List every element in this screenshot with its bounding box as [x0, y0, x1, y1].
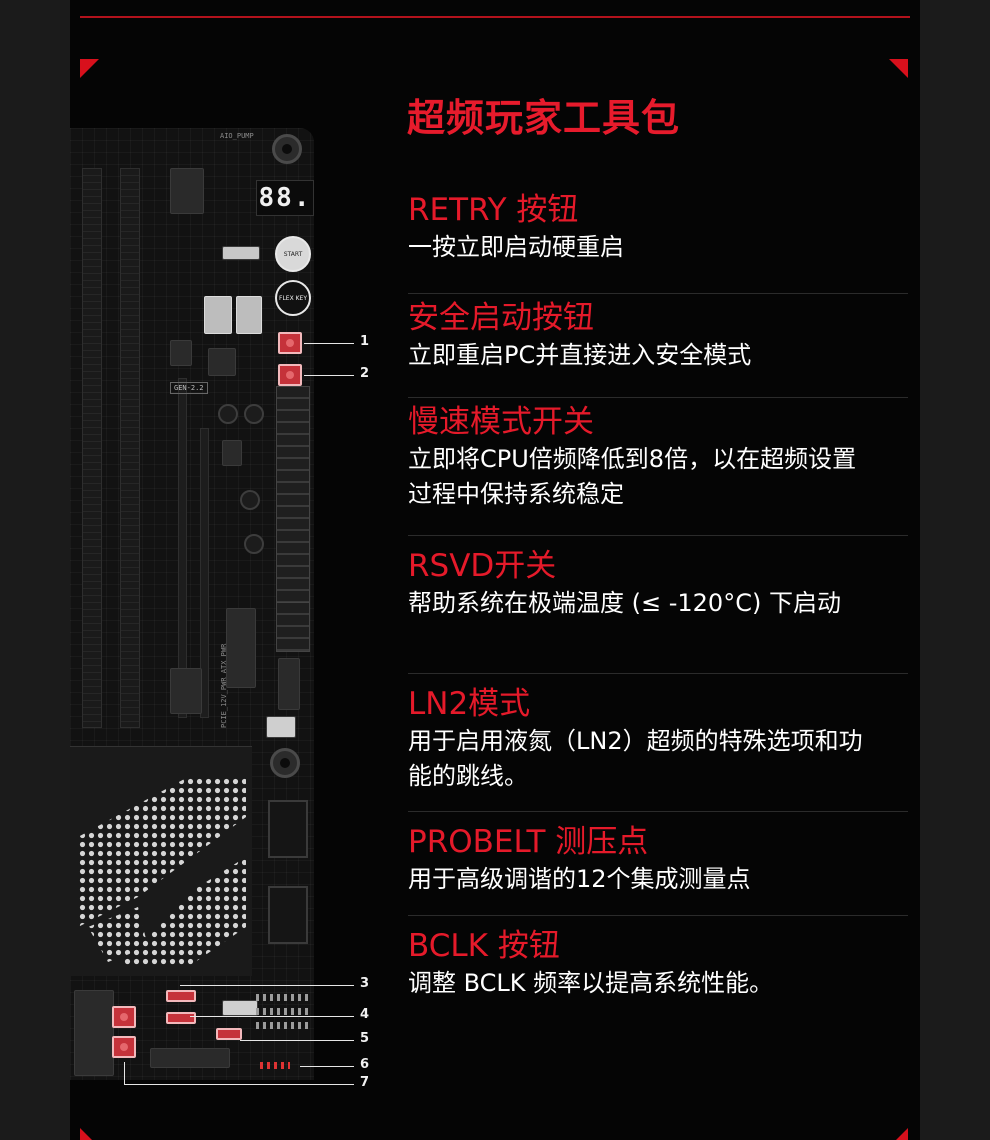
- feature-description: 调整 BCLK 频率以提高系统性能。: [408, 969, 774, 997]
- feature-title: LN2模式: [408, 686, 531, 722]
- feature-title: 安全启动按钮: [408, 300, 594, 336]
- probelt-header: [256, 1022, 308, 1029]
- probelt-header: [256, 1008, 308, 1015]
- callout-number: 3: [360, 976, 370, 991]
- callout-number: 6: [360, 1057, 370, 1072]
- leader-line: [180, 985, 354, 986]
- sata-connector: [74, 990, 114, 1076]
- feature-item: LN2模式 用于启用液氮（LN2）超频的特殊选项和功能的跳线。: [408, 674, 908, 812]
- chipset-heatsink: [70, 746, 252, 976]
- feature-title: BCLK 按钮: [408, 928, 560, 964]
- choke: [236, 296, 262, 334]
- feature-description: 一按立即启动硬重启: [408, 233, 624, 261]
- mount-screw: [270, 748, 300, 778]
- leader-line: [124, 1062, 125, 1084]
- controller-chip: [208, 348, 236, 376]
- corner-accent-bottom-right: [896, 1128, 908, 1140]
- pcie-power-header: [226, 608, 256, 688]
- feature-title: RETRY 按钮: [408, 192, 579, 228]
- leader-line: [190, 1016, 354, 1017]
- sata-connector: [268, 800, 308, 858]
- leader-line: [300, 1066, 354, 1067]
- motherboard-image: AIO_PUMP 88. START FLEX KEY GEN-2.2 PCIE…: [70, 128, 314, 1080]
- callout-number: 2: [360, 366, 370, 381]
- feature-item: RETRY 按钮 一按立即启动硬重启: [408, 190, 908, 294]
- rsvd-switch-marker: [166, 990, 196, 1002]
- fan-header: [170, 168, 204, 214]
- silk-gen: GEN-2.2: [170, 382, 208, 394]
- feature-item: PROBELT 测压点 用于高级调谐的12个集成测量点: [408, 812, 908, 916]
- choke: [204, 296, 232, 334]
- controller-chip: [170, 340, 192, 366]
- controller-chip: [222, 440, 242, 466]
- feature-title: RSVD开关: [408, 548, 557, 584]
- usb-header: [278, 658, 300, 710]
- bclk-button-marker: [112, 1006, 136, 1028]
- feature-item: RSVD开关 帮助系统在极端温度 (≤ -120°C) 下启动: [408, 536, 908, 674]
- bclk-button-marker: [112, 1036, 136, 1058]
- corner-accent-top-left: [80, 59, 99, 78]
- callout-number: 1: [360, 334, 370, 349]
- pcie-slot: [200, 428, 209, 718]
- feature-item: 安全启动按钮 立即重启PC并直接进入安全模式: [408, 294, 908, 398]
- capacitor: [218, 404, 238, 424]
- corner-accent-top-right: [889, 59, 908, 78]
- probelt-header: [256, 994, 308, 1001]
- connector: [266, 716, 296, 738]
- feature-description: 帮助系统在极端温度 (≤ -120°C) 下启动: [408, 589, 841, 617]
- feature-description: 用于高级调谐的12个集成测量点: [408, 865, 751, 893]
- atx-power-connector: [276, 386, 310, 606]
- dimm-slot: [82, 168, 102, 728]
- dimm-slot: [120, 168, 140, 728]
- sata-connector: [268, 886, 308, 944]
- callout-number: 4: [360, 1007, 370, 1022]
- capacitor: [244, 534, 264, 554]
- feature-title: 慢速模式开关: [408, 404, 594, 440]
- probelt-header: [260, 1062, 290, 1069]
- start-button: START: [275, 236, 311, 272]
- leader-line: [124, 1084, 354, 1085]
- ln2-jumper-marker: [216, 1028, 242, 1040]
- content-panel: AIO_PUMP 88. START FLEX KEY GEN-2.2 PCIE…: [70, 0, 920, 1140]
- controller-chip: [170, 668, 202, 714]
- leader-line: [304, 343, 354, 344]
- rgb-header: [222, 246, 260, 260]
- retry-button-marker: [278, 332, 302, 354]
- capacitor: [244, 404, 264, 424]
- pcie-slot: [178, 378, 187, 718]
- flex-key-button: FLEX KEY: [275, 280, 311, 316]
- rog-eye-logo-icon: [78, 777, 246, 967]
- connector: [222, 1000, 258, 1016]
- pcie-power-connector: [276, 602, 310, 652]
- feature-list: RETRY 按钮 一按立即启动硬重启 安全启动按钮 立即重启PC并直接进入安全模…: [408, 190, 908, 1020]
- top-divider: [80, 16, 910, 18]
- leader-line: [240, 1040, 354, 1041]
- post-code-display: 88.: [256, 180, 314, 216]
- front-panel-header: [150, 1048, 230, 1068]
- feature-description: 立即重启PC并直接进入安全模式: [408, 341, 752, 369]
- corner-accent-bottom-left: [80, 1128, 92, 1140]
- silk-aio-pump: AIO_PUMP: [220, 132, 254, 140]
- callout-number: 5: [360, 1031, 370, 1046]
- callout-number: 7: [360, 1075, 370, 1090]
- feature-item: BCLK 按钮 调整 BCLK 频率以提高系统性能。: [408, 916, 908, 1020]
- feature-title: PROBELT 测压点: [408, 824, 649, 860]
- capacitor: [240, 490, 260, 510]
- page-title: 超频玩家工具包: [407, 96, 681, 140]
- leader-line: [304, 375, 354, 376]
- feature-description: 立即将CPU倍频降低到8倍，以在超频设置过程中保持系统稳定: [408, 445, 857, 508]
- feature-description: 用于启用液氮（LN2）超频的特殊选项和功能的跳线。: [408, 727, 863, 790]
- safe-boot-button-marker: [278, 364, 302, 386]
- feature-item: 慢速模式开关 立即将CPU倍频降低到8倍，以在超频设置过程中保持系统稳定: [408, 398, 908, 536]
- slow-mode-switch-marker: [166, 1012, 196, 1024]
- mount-screw: [272, 134, 302, 164]
